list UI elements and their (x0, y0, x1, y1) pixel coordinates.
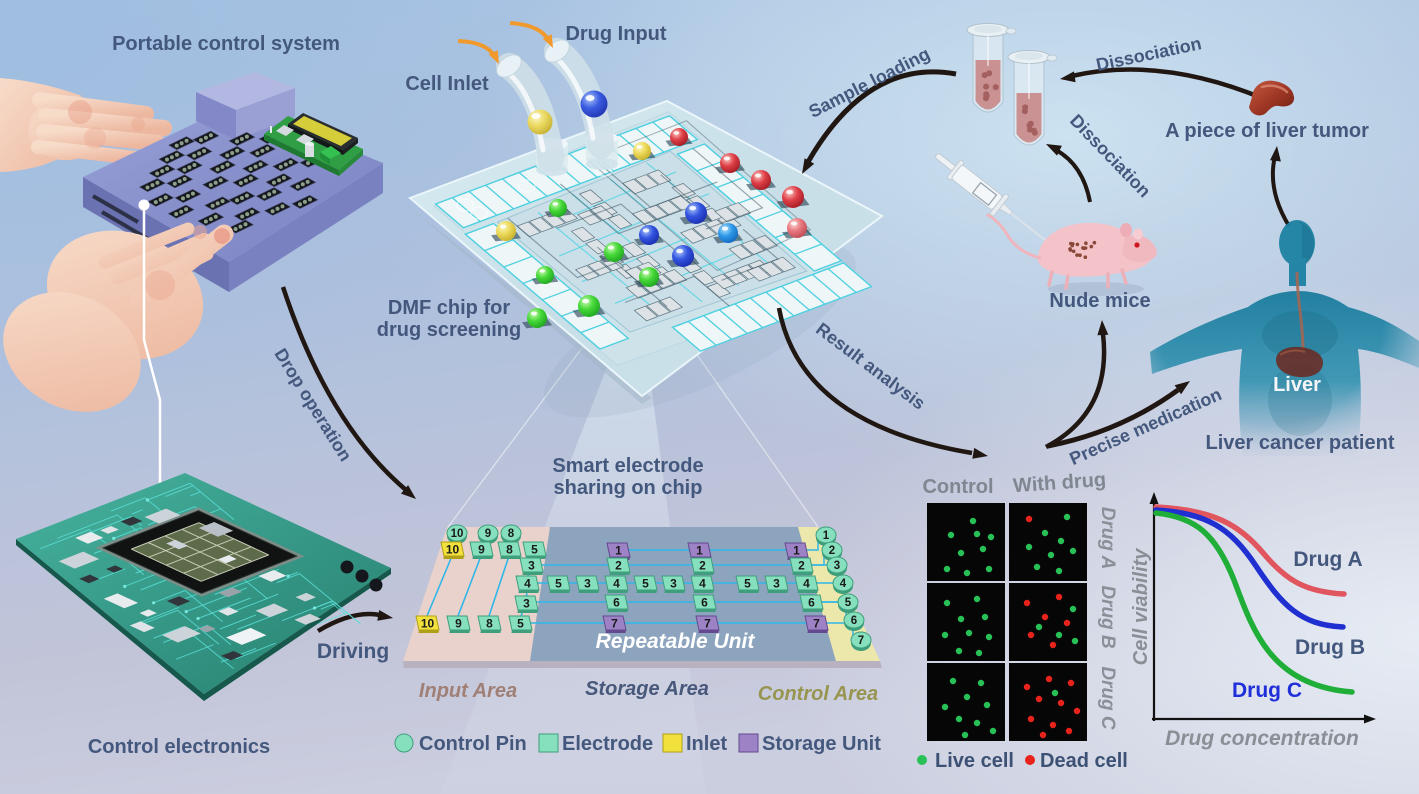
svg-text:Storage Area: Storage Area (585, 678, 709, 700)
svg-text:sharing on chip: sharing on chip (554, 477, 703, 499)
svg-text:8: 8 (506, 543, 513, 557)
svg-text:Storage Unit: Storage Unit (762, 733, 881, 755)
svg-text:3: 3 (523, 597, 530, 611)
svg-text:Repeatable Unit: Repeatable Unit (596, 630, 756, 653)
svg-text:1: 1 (793, 544, 800, 558)
svg-text:10: 10 (451, 528, 464, 540)
svg-text:7: 7 (813, 617, 820, 631)
svg-text:Portable control system: Portable control system (112, 33, 340, 55)
svg-text:Drug B: Drug B (1097, 585, 1118, 649)
svg-text:Drug B: Drug B (1295, 636, 1365, 659)
svg-text:4: 4 (699, 577, 706, 591)
svg-text:drug screening: drug screening (377, 319, 521, 341)
svg-text:Control Area: Control Area (758, 683, 878, 705)
svg-text:9: 9 (478, 543, 485, 557)
svg-text:4: 4 (803, 577, 810, 591)
svg-text:1: 1 (823, 530, 830, 542)
svg-text:Control: Control (922, 476, 993, 498)
svg-text:4: 4 (613, 577, 620, 591)
svg-text:3: 3 (584, 577, 591, 591)
svg-text:2: 2 (699, 559, 706, 573)
svg-text:Control Pin: Control Pin (419, 733, 527, 755)
svg-text:3: 3 (670, 577, 677, 591)
svg-text:4: 4 (524, 577, 531, 591)
svg-text:Drug Input: Drug Input (565, 23, 666, 45)
svg-text:A piece of liver tumor: A piece of liver tumor (1165, 120, 1369, 142)
svg-text:3: 3 (834, 560, 840, 572)
svg-text:5: 5 (744, 577, 751, 591)
svg-text:1: 1 (696, 544, 703, 558)
svg-text:7: 7 (858, 635, 864, 647)
svg-text:Drug C: Drug C (1232, 679, 1302, 702)
svg-text:8: 8 (486, 617, 493, 631)
svg-text:10: 10 (421, 617, 435, 631)
svg-text:10: 10 (446, 543, 460, 557)
svg-text:Electrode: Electrode (562, 733, 653, 755)
svg-text:9: 9 (485, 528, 491, 540)
svg-text:Drug C: Drug C (1097, 666, 1118, 730)
svg-text:9: 9 (455, 617, 462, 631)
svg-text:Live cell: Live cell (935, 750, 1014, 772)
svg-text:Control electronics: Control electronics (88, 736, 270, 758)
svg-text:Cell viability: Cell viability (1130, 548, 1152, 666)
svg-text:Drug A: Drug A (1097, 507, 1118, 570)
svg-text:Liver: Liver (1273, 374, 1321, 396)
svg-text:5: 5 (845, 597, 852, 609)
svg-text:6: 6 (808, 596, 815, 610)
svg-text:2: 2 (615, 559, 622, 573)
svg-text:2: 2 (829, 545, 835, 557)
svg-text:6: 6 (701, 596, 708, 610)
svg-text:2: 2 (798, 559, 805, 573)
svg-text:7: 7 (611, 617, 618, 631)
svg-text:1: 1 (615, 544, 622, 558)
svg-text:5: 5 (517, 617, 524, 631)
svg-text:5: 5 (531, 543, 538, 557)
svg-text:Input Area: Input Area (419, 680, 517, 702)
svg-text:7: 7 (704, 617, 711, 631)
svg-text:6: 6 (613, 596, 620, 610)
svg-text:Dead cell: Dead cell (1040, 750, 1128, 772)
svg-text:Inlet: Inlet (686, 733, 727, 755)
svg-text:4: 4 (840, 578, 847, 590)
svg-text:Drug A: Drug A (1293, 548, 1362, 571)
svg-text:Driving: Driving (317, 640, 389, 663)
svg-text:6: 6 (851, 615, 857, 627)
svg-text:5: 5 (642, 577, 649, 591)
svg-text:Nude mice: Nude mice (1049, 290, 1150, 312)
svg-text:DMF chip for: DMF chip for (388, 297, 510, 319)
svg-text:Smart electrode: Smart electrode (552, 455, 703, 477)
svg-text:3: 3 (773, 577, 780, 591)
svg-text:8: 8 (508, 528, 515, 540)
svg-text:Liver cancer patient: Liver cancer patient (1206, 432, 1395, 454)
svg-text:3: 3 (528, 559, 535, 573)
svg-text:5: 5 (555, 577, 562, 591)
svg-text:Drug concentration: Drug concentration (1165, 727, 1359, 750)
svg-text:Cell Inlet: Cell Inlet (405, 73, 489, 95)
